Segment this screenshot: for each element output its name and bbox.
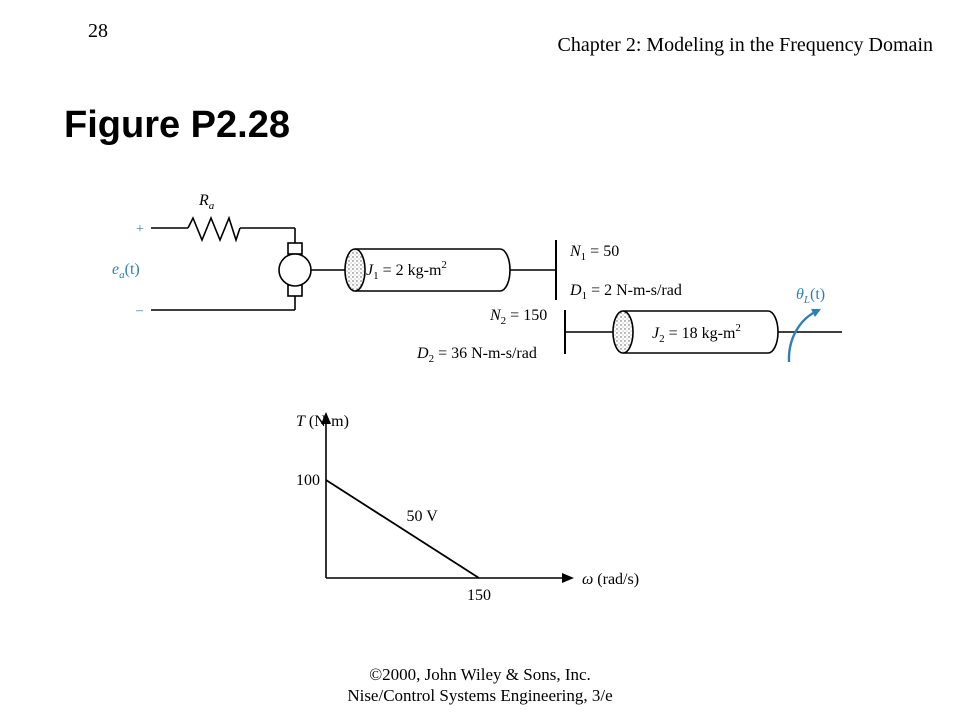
book-citation: Nise/Control Systems Engineering, 3/e: [347, 686, 613, 705]
series-label: 50 V: [407, 508, 439, 525]
plus-sign: +: [136, 222, 144, 237]
x-axis-label: ω (rad/s): [582, 571, 639, 588]
n1-label: N1 = 50: [569, 243, 619, 263]
rotation-arrow-icon: [787, 309, 821, 363]
motor-circuit: [151, 215, 355, 311]
resistor-label: Ra: [198, 192, 215, 212]
x-axis-arrow-icon: [562, 573, 574, 583]
chapter-title: Chapter 2: Modeling in the Frequency Dom…: [557, 34, 933, 56]
minus-sign: –: [135, 303, 144, 318]
j2-label: J2 = 18 kg-m2: [652, 322, 741, 345]
n2-label: N2 = 150: [489, 307, 547, 327]
y-axis-label: T (N-m): [296, 413, 349, 430]
theta-label: θL(t): [796, 286, 825, 306]
page-number: 28: [88, 20, 108, 42]
source-voltage-label: ea(t): [112, 261, 140, 281]
inertia-j1: [344, 248, 556, 292]
resistor-symbol: [187, 215, 241, 243]
j1-label: J1 = 2 kg-m2: [366, 259, 447, 282]
inertia-j2: [565, 310, 842, 354]
x-tick-label: 150: [467, 587, 491, 604]
d1-label: D1 = 2 N-m-s/rad: [569, 282, 682, 302]
d2-label: D2 = 36 N-m-s/rad: [416, 345, 537, 365]
y-axis-arrow-icon: [321, 412, 331, 424]
series-line-50v: [325, 479, 480, 579]
motor-brush-top: [287, 242, 303, 255]
motor-armature: [278, 253, 312, 287]
figure-title: Figure P2.28: [64, 104, 290, 146]
footer: ©2000, John Wiley & Sons, Inc. Nise/Cont…: [0, 664, 960, 706]
copyright-text: ©2000, John Wiley & Sons, Inc.: [369, 665, 591, 684]
torque-speed-chart: T (N-m) ω (rad/s) 100 150 50 V: [296, 412, 639, 604]
y-tick-label: 100: [296, 472, 320, 489]
